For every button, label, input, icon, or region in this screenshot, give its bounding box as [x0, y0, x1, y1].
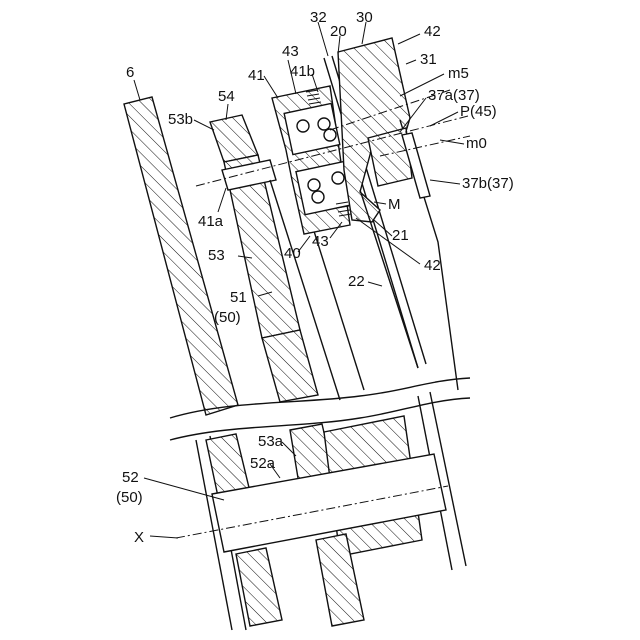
roller: [308, 179, 320, 191]
label-53: 53: [208, 247, 225, 264]
label-30: 30: [356, 9, 373, 26]
label-41: 41: [248, 67, 265, 84]
label-54: 54: [218, 88, 235, 105]
label-6: 6: [126, 64, 134, 81]
roller: [297, 120, 309, 132]
roller: [312, 191, 324, 203]
roller: [332, 172, 344, 184]
label-37a: 37a(37): [428, 87, 480, 104]
label-32: 32: [310, 9, 327, 26]
label-p45: P(45): [460, 103, 497, 120]
label-31: 31: [420, 51, 437, 68]
label-52: 52: [122, 469, 139, 486]
label-43-bottom: 43: [312, 233, 329, 250]
label-41b: 41b: [290, 63, 315, 80]
label-42-top: 42: [424, 23, 441, 40]
member-22-left: [360, 190, 418, 368]
label-53a: 53a: [258, 433, 284, 450]
label-50-upper: (50): [214, 309, 241, 326]
label-43-top: 43: [282, 43, 299, 60]
part-51-member: [262, 330, 318, 402]
label-37b: 37b(37): [462, 175, 514, 192]
roller: [318, 118, 330, 130]
label-51: 51: [230, 289, 247, 306]
label-m0: m0: [466, 135, 487, 152]
label-x: X: [134, 529, 144, 546]
label-40: 40: [284, 245, 301, 262]
part-54-block: [210, 115, 258, 162]
label-50-lower: (50): [116, 489, 143, 506]
label-m5: m5: [448, 65, 469, 82]
label-53b: 53b: [168, 111, 193, 128]
label-52a: 52a: [250, 455, 276, 472]
label-22: 22: [348, 273, 365, 290]
label-m: M: [388, 196, 401, 213]
label-42-bottom: 42: [424, 257, 441, 274]
label-21: 21: [392, 227, 409, 244]
roller: [324, 129, 336, 141]
label-20: 20: [330, 23, 347, 40]
label-41a: 41a: [198, 213, 224, 230]
